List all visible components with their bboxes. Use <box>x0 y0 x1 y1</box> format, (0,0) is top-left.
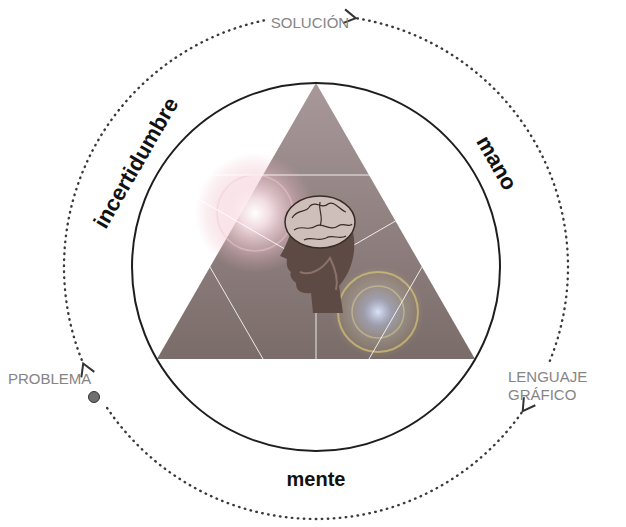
dotted-arc <box>107 408 523 519</box>
axis-label: mente <box>287 468 346 490</box>
cycle-arrow <box>107 397 535 519</box>
axis-label: incertidumbre <box>89 93 183 232</box>
brain <box>285 196 355 248</box>
dotted-arc <box>64 20 264 363</box>
stage-text: SOLUCIÓN <box>271 14 349 32</box>
dotted-arc <box>356 18 568 361</box>
face-shading <box>300 258 337 290</box>
brain-folds <box>292 202 352 240</box>
stage-node: SOLUCIÓN <box>271 14 349 32</box>
stage-text: LENGUAJE GRÁFICO <box>508 368 604 404</box>
flare-ring <box>338 272 418 352</box>
stage-node: LENGUAJE GRÁFICO <box>508 368 604 404</box>
cycle-arrow <box>343 9 568 361</box>
inverted-triangle <box>157 175 475 451</box>
stage-node: PROBLEMA <box>8 370 100 403</box>
cycle-arrow <box>64 20 264 377</box>
start-dot <box>88 391 100 403</box>
glow-ring <box>217 175 293 251</box>
axis-label: mano <box>471 132 521 195</box>
outer-circle <box>132 83 500 451</box>
stage-text: PROBLEMA <box>8 370 100 388</box>
